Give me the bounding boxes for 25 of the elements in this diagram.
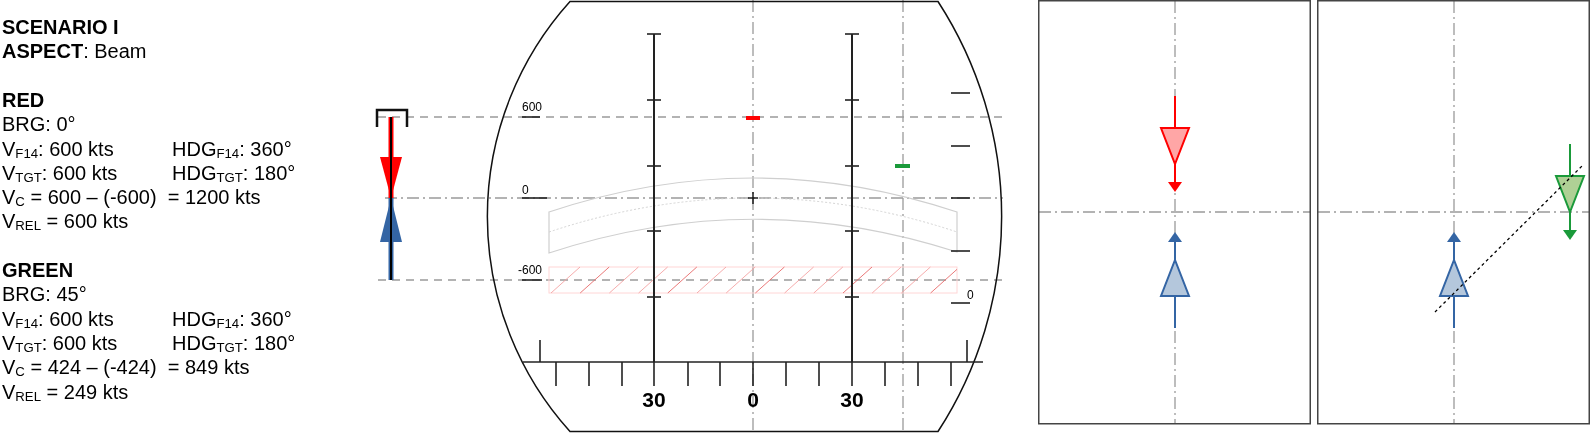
equation-text: V$_{C}$ = 600 – (-600) = 1200 kts — [2, 185, 261, 210]
aspect-text: ASPECT: Beam — [2, 39, 147, 64]
parameter-text: HDG$_{TGT}$: 180° — [172, 330, 296, 355]
group-heading: RED — [2, 87, 45, 112]
parameter-text: V$_{TGT}$: 600 kts — [2, 330, 118, 355]
scale-label: 0 — [522, 183, 529, 197]
equation-text: V$_{C}$ = 424 – (-424) = 849 kts — [2, 355, 250, 380]
scale-label: -600 — [518, 263, 543, 277]
parameter-text: BRG: 0° — [2, 112, 76, 137]
scale-label: 600 — [522, 100, 543, 114]
parameter-text: V$_{TGT}$: 600 kts — [2, 160, 118, 185]
azimuth-label: 30 — [840, 388, 864, 412]
parameter-text: BRG: 45° — [2, 282, 87, 307]
equation-text: V$_{REL}$ = 600 kts — [2, 209, 129, 234]
parameter-text: V$_{F14}$: 600 kts — [2, 136, 114, 161]
azimuth-label: 0 — [747, 388, 759, 412]
scenario-heading: SCENARIO I — [2, 15, 119, 39]
azimuth-label: 30 — [642, 388, 666, 412]
group-heading: GREEN — [2, 258, 74, 282]
parameter-text: HDG$_{TGT}$: 180° — [172, 160, 296, 185]
parameter-text: HDG$_{F14}$: 360° — [172, 136, 292, 161]
scale-label: 0 — [967, 288, 974, 302]
equation-text: V$_{REL}$ = 249 kts — [2, 379, 129, 404]
parameter-text: V$_{F14}$: 600 kts — [2, 306, 114, 331]
parameter-text: HDG$_{F14}$: 360° — [172, 306, 292, 331]
